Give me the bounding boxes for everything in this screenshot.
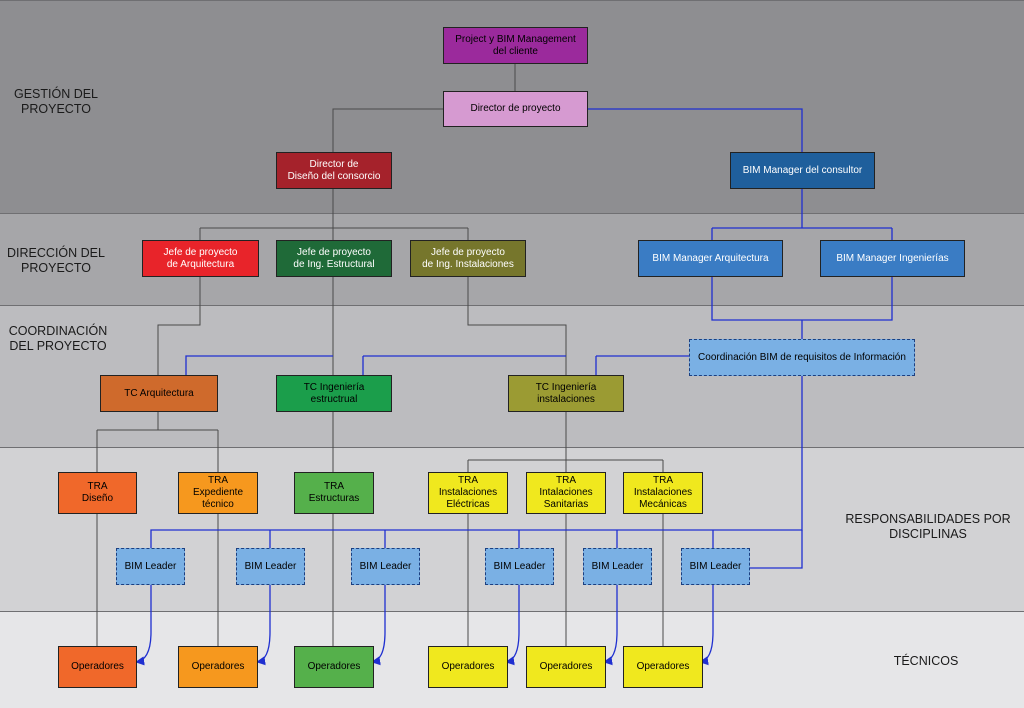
node-jefe-instalaciones: Jefe de proyecto de Ing. Instalaciones: [410, 240, 526, 277]
link-coord-leaders: [150, 376, 803, 548]
node-client-bim-management: Project y BIM Management del cliente: [443, 27, 588, 64]
node-tra-estructuras: TRA Estructuras: [294, 472, 374, 514]
link-tc-inst-tras: [467, 412, 664, 472]
link-design-jefes: [199, 189, 469, 240]
node-operadores-mecanicas: Operadores: [623, 646, 703, 688]
band-label-coordinacion: COORDINACIÓN DEL PROYECTO: [8, 324, 108, 353]
node-bim-manager-consultor: BIM Manager del consultor: [730, 152, 875, 189]
node-operadores-diseno: Operadores: [58, 646, 137, 688]
node-coordinacion-bim: Coordinación BIM de requisitos de Inform…: [689, 339, 915, 376]
band-label-direccion: DIRECCIÓN DEL PROYECTO: [7, 246, 105, 275]
node-operadores-estructuras: Operadores: [294, 646, 374, 688]
node-operadores-electricas: Operadores: [428, 646, 508, 688]
node-bim-leader-5: BIM Leader: [583, 548, 652, 585]
link-leader-op-4: [505, 585, 520, 666]
node-jefe-arquitectura: Jefe de proyecto de Arquitectura: [142, 240, 259, 277]
link-tra-operadores: [96, 514, 664, 646]
link-director-bim-manager: [588, 108, 803, 152]
link-jefe-arq-tc: [157, 277, 201, 375]
link-director-design: [332, 108, 443, 152]
band-label-tecnicos: TÉCNICOS: [893, 654, 959, 668]
node-bim-leader-4: BIM Leader: [485, 548, 554, 585]
link-coord-leader-right: [750, 530, 803, 569]
node-bim-leader-3: BIM Leader: [351, 548, 420, 585]
node-bim-leader-6: BIM Leader: [681, 548, 750, 585]
link-tc-arq-tras: [96, 412, 219, 472]
node-tra-sanitarias: TRA Intalaciones Sanitarias: [526, 472, 606, 514]
link-bim-manager-split: [711, 189, 893, 240]
link-leader-op-1: [135, 585, 152, 666]
node-director-proyecto: Director de proyecto: [443, 91, 588, 127]
node-operadores-expediente: Operadores: [178, 646, 258, 688]
node-tra-mecanicas: TRA Instalaciones Mecánicas: [623, 472, 703, 514]
node-tc-estructural: TC Ingeniería estructrual: [276, 375, 392, 412]
link-leader-op-5: [603, 585, 618, 666]
link-coord-tcs: [595, 355, 689, 375]
node-jefe-estructural: Jefe de proyecto de Ing. Estructural: [276, 240, 392, 277]
node-bim-leader-1: BIM Leader: [116, 548, 185, 585]
node-bim-manager-arquitectura: BIM Manager Arquitectura: [638, 240, 783, 277]
node-tra-electricas: TRA Instalaciones Eléctricas: [428, 472, 508, 514]
node-director-diseno: Director de Diseño del consorcio: [276, 152, 392, 189]
node-bim-leader-2: BIM Leader: [236, 548, 305, 585]
node-bim-manager-ingenierias: BIM Manager Ingenierías: [820, 240, 965, 277]
link-bim-managers-coord: [711, 277, 893, 339]
node-tra-expediente: TRA Expediente técnico: [178, 472, 258, 514]
band-label-gestion: GESTIÓN DEL PROYECTO: [13, 87, 99, 116]
link-coord-bus-left: [185, 355, 566, 375]
link-leader-op-3: [371, 585, 386, 666]
node-tra-diseno: TRA Diseño: [58, 472, 137, 514]
node-tc-arquitectura: TC Arquitectura: [100, 375, 218, 412]
link-leader-op-2: [256, 585, 271, 666]
node-operadores-sanitarias: Operadores: [526, 646, 606, 688]
link-jefe-inst-tc: [467, 277, 567, 375]
band-label-responsabilidades: RESPONSABILIDADES POR DISCIPLINAS: [845, 512, 1011, 541]
node-tc-instalaciones: TC Ingeniería instalaciones: [508, 375, 624, 412]
